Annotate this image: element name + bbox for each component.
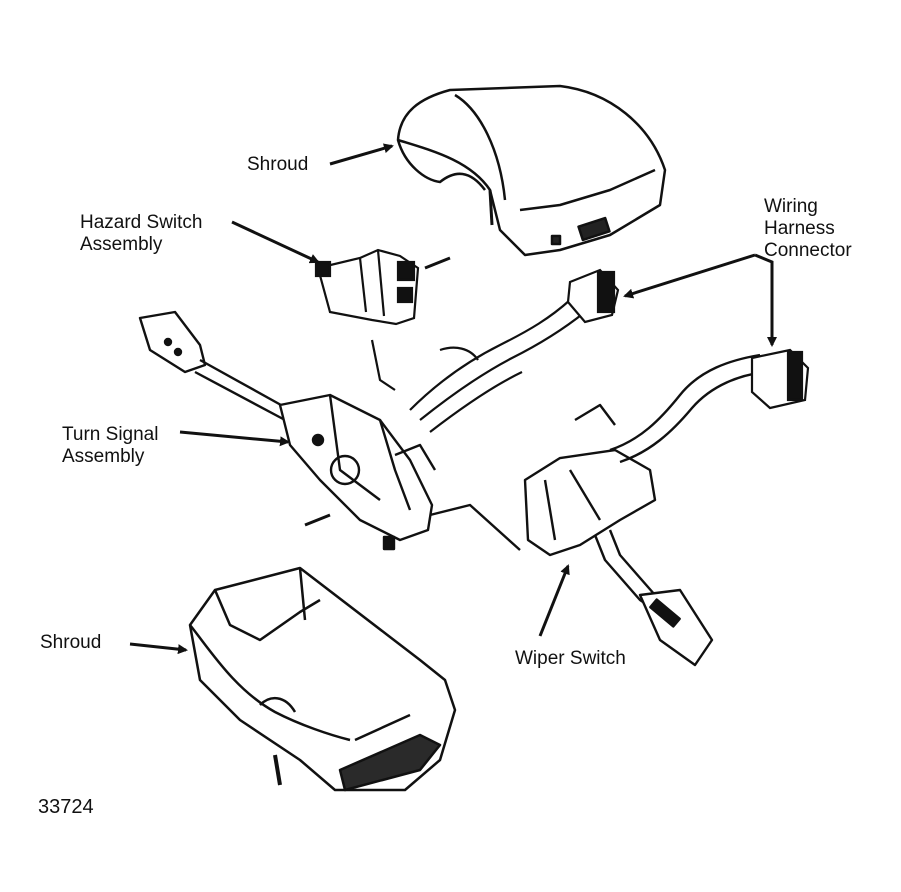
- leader-arrows: [129, 143, 777, 655]
- label-wiring-harness: Wiring Harness Connector: [764, 196, 852, 261]
- label-shroud-top: Shroud: [247, 154, 309, 175]
- arrow-turn-signal: [179, 430, 290, 447]
- lower-shroud: [188, 566, 457, 792]
- arrow-hazard-switch: [231, 220, 320, 264]
- label-shroud-bottom: Shroud: [40, 632, 102, 653]
- arrow-wiper-switch: [538, 564, 570, 637]
- upper-shroud: [396, 84, 667, 257]
- label-hazard-switch: Hazard Switch Assembly: [80, 212, 203, 255]
- label-turn-signal: Turn Signal Assembly: [62, 424, 159, 467]
- wiper-switch: [523, 353, 766, 667]
- arrow-harness-upper: [623, 253, 756, 299]
- harness-cable-upper: [370, 299, 586, 433]
- harness-connector-upper: [566, 268, 620, 324]
- turn-signal-assembly: [138, 310, 521, 551]
- hazard-switch: [314, 248, 451, 326]
- arrow-harness-lower: [754, 253, 777, 347]
- arrow-shroud-top: [329, 143, 394, 166]
- arrow-shroud-bottom: [129, 642, 188, 655]
- harness-connector-lower: [750, 348, 810, 410]
- figure-number: 33724: [38, 796, 94, 818]
- label-wiper-switch: Wiper Switch: [515, 648, 626, 669]
